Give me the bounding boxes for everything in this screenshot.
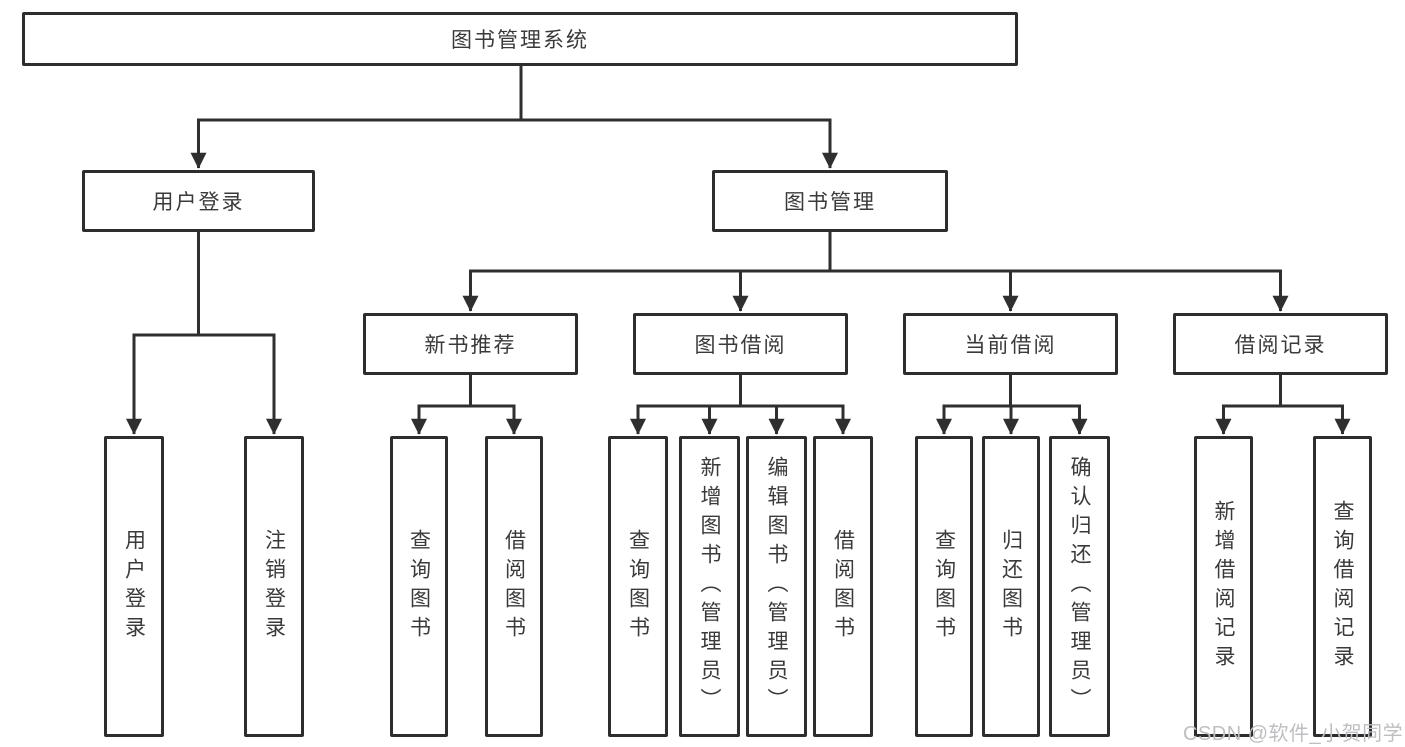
node-book-borrowing: 图书借阅 <box>633 313 848 375</box>
leaf-search-books-borrow: 查询图书 <box>608 436 668 737</box>
leaf-add-borrow-record: 新增借阅记录 <box>1194 436 1253 737</box>
leaf-logout: 注销登录 <box>244 436 304 737</box>
connector-root-trunk <box>198 65 830 122</box>
node-current-borrowing: 当前借阅 <box>903 313 1118 375</box>
connector-current-borrowing-trunk <box>944 375 1080 408</box>
leaf-edit-books-admin: 编辑图书（管理员） <box>746 436 807 737</box>
csdn-watermark: CSDN @软件_小贺同学 <box>1183 723 1404 745</box>
leaf-return-books: 归还图书 <box>982 436 1040 737</box>
node-borrowing-records: 借阅记录 <box>1173 313 1388 375</box>
node-book-management: 图书管理 <box>712 170 948 232</box>
leaf-search-borrow-record: 查询借阅记录 <box>1313 436 1372 737</box>
connector-borrow-records-trunk <box>1223 375 1343 408</box>
leaf-search-books-recommend: 查询图书 <box>390 436 448 737</box>
leaf-borrow-books-recommend: 借阅图书 <box>485 436 543 737</box>
leaf-user-login: 用户登录 <box>104 436 164 737</box>
node-library-management-system: 图书管理系统 <box>22 12 1018 66</box>
leaf-borrow-books: 借阅图书 <box>813 436 873 737</box>
leaf-search-books-current: 查询图书 <box>915 436 973 737</box>
node-user-login: 用户登录 <box>82 170 315 232</box>
connector-new-book-trunk <box>419 375 514 408</box>
connector-book-management-trunk <box>470 232 1281 273</box>
connector-user-login-trunk <box>134 232 274 337</box>
leaf-confirm-return-admin: 确认归还（管理员） <box>1049 436 1110 737</box>
connector-book-borrowing-trunk <box>638 375 843 408</box>
node-new-book-recommendation: 新书推荐 <box>363 313 578 375</box>
leaf-add-books-admin: 新增图书（管理员） <box>679 436 740 737</box>
